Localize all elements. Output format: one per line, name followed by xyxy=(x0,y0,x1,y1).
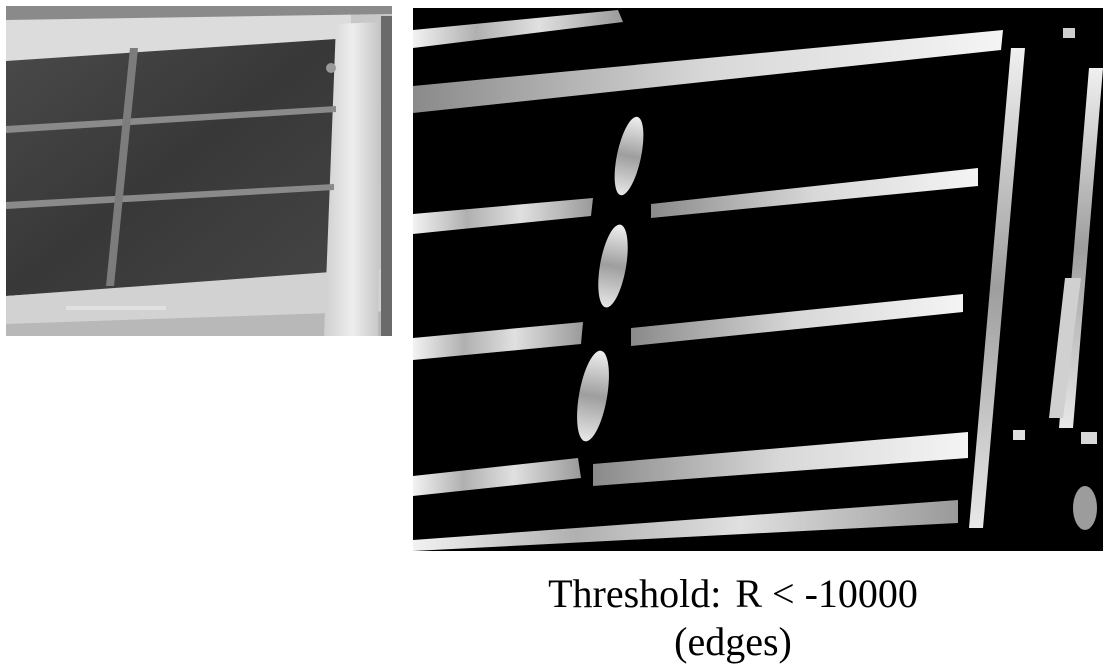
window-photo xyxy=(6,6,392,336)
edge-pillar-3 xyxy=(1049,278,1081,418)
edge-h2-right xyxy=(651,168,978,218)
edge-v-blob-2 xyxy=(598,224,628,308)
edge-v-blob-1 xyxy=(614,116,644,196)
caption-threshold: Threshold: R < -10000 xyxy=(413,574,1053,614)
edge-v-blob-3 xyxy=(577,350,609,442)
edge-h4-left xyxy=(413,458,581,496)
window-right-pillar xyxy=(324,22,381,336)
edge-h3-right xyxy=(631,294,963,346)
caption-threshold-label: Threshold: xyxy=(548,571,722,616)
edge-response-map xyxy=(413,8,1103,551)
edge-h2-left xyxy=(413,198,593,234)
edge-top-1 xyxy=(413,10,623,48)
edge-h3-left xyxy=(413,322,583,360)
window-glass xyxy=(6,36,336,296)
edge-h4-right xyxy=(593,432,968,486)
caption-edges: (edges) xyxy=(674,619,792,664)
window-top-frame xyxy=(6,6,351,61)
mullion-v xyxy=(106,48,138,286)
mullion-h1 xyxy=(6,106,336,133)
edge-top-2 xyxy=(413,30,1003,113)
edge-bottom xyxy=(413,500,958,551)
mullion-h2 xyxy=(6,184,334,209)
edge-pillar-1 xyxy=(969,48,1025,528)
caption-threshold-expr: R < -10000 xyxy=(735,571,918,616)
